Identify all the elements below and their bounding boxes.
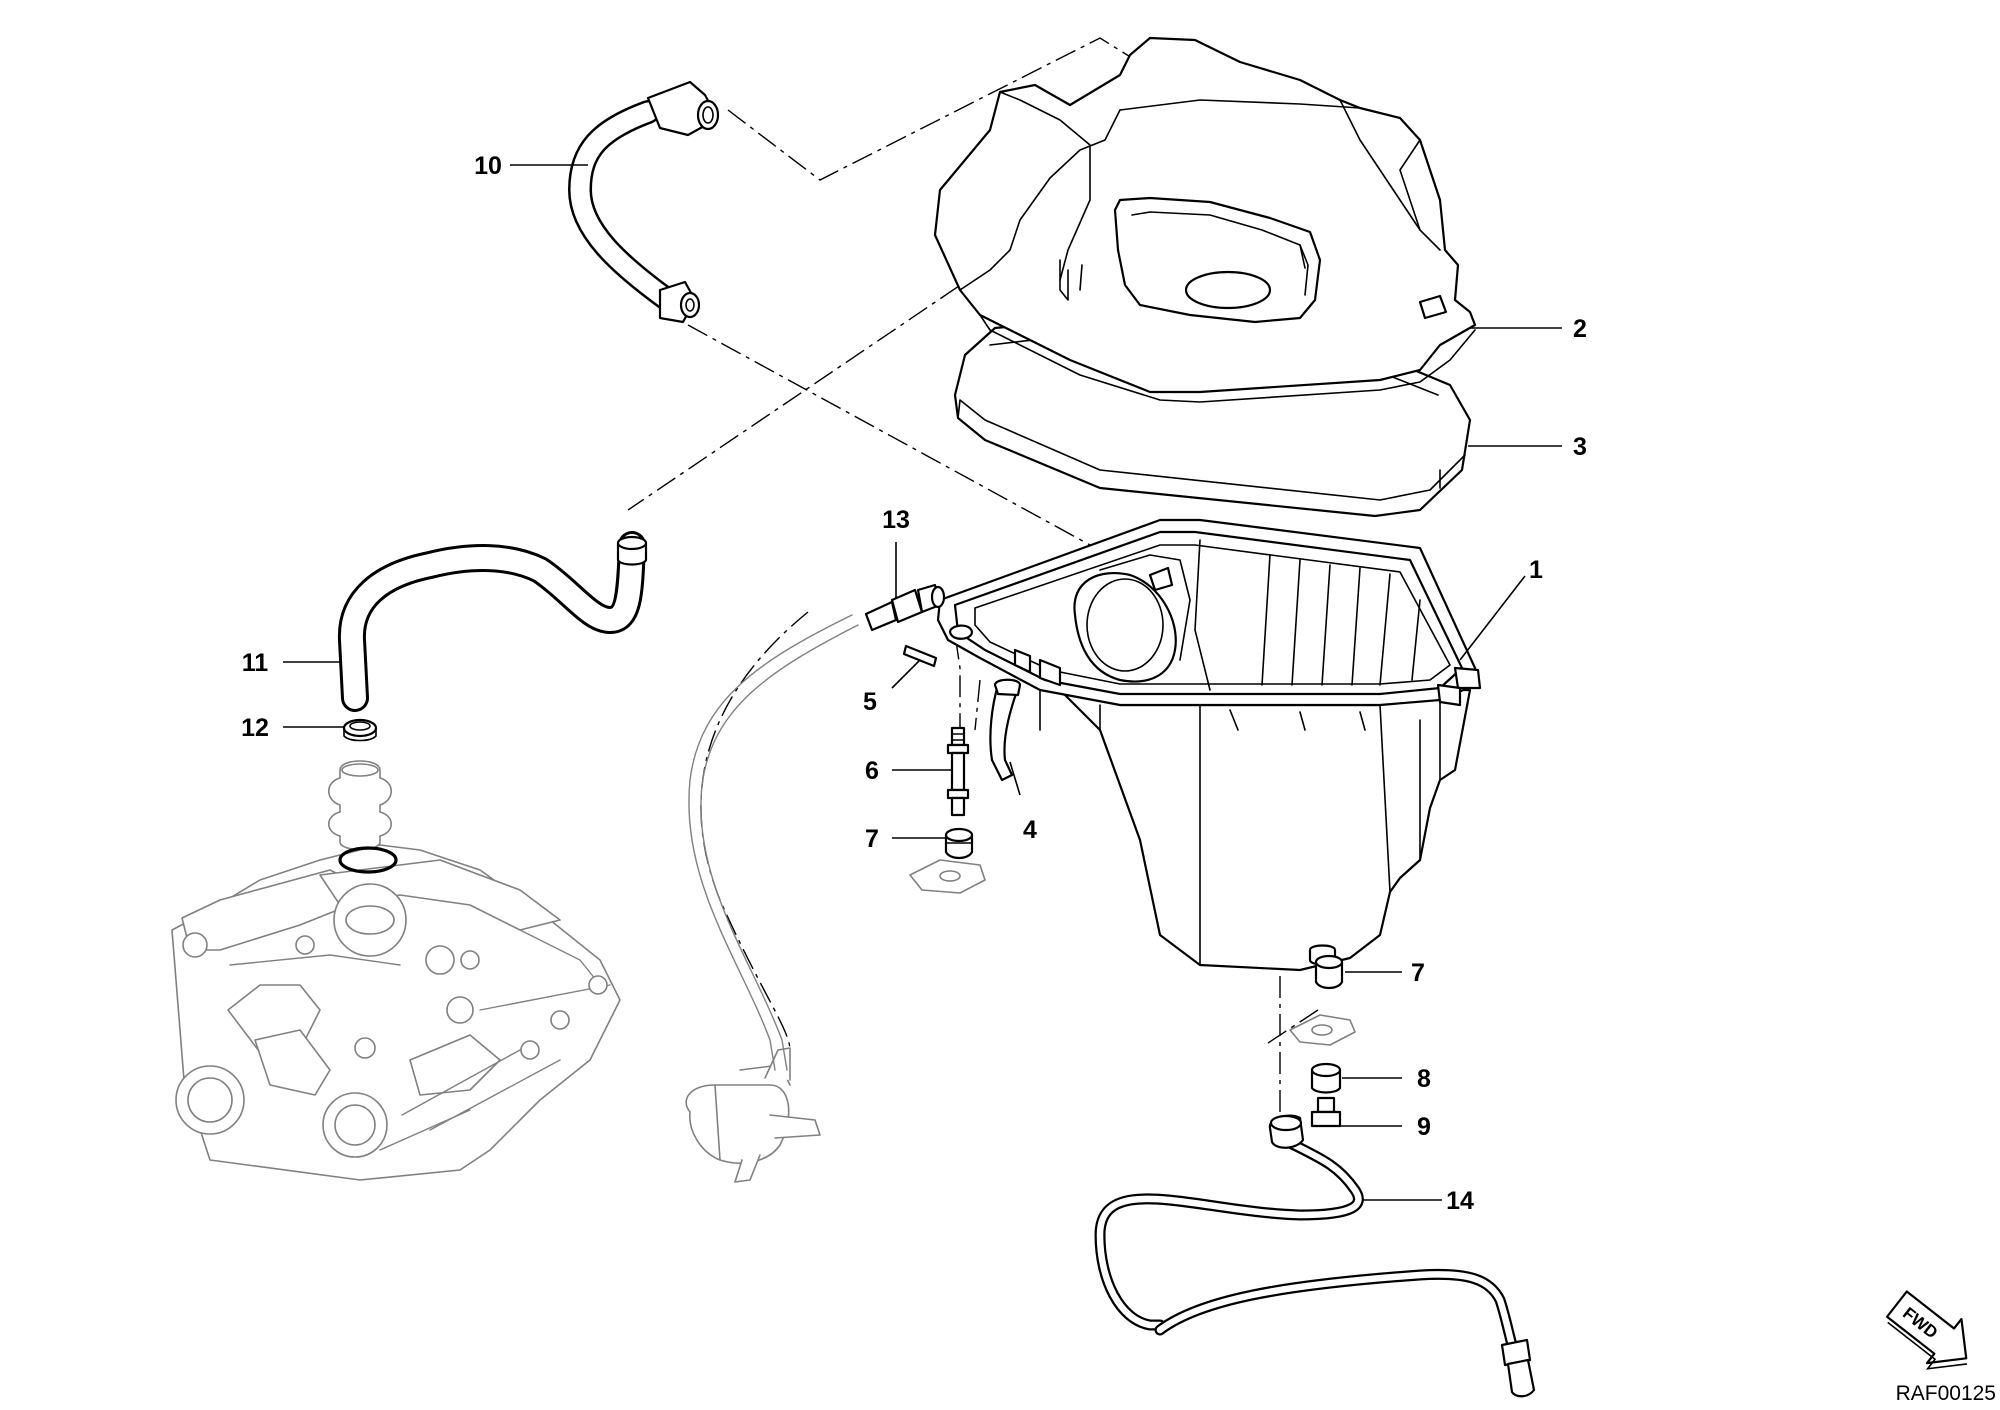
forward-direction-badge: FWD bbox=[1885, 1290, 1968, 1370]
airbox-cover-2 bbox=[933, 36, 1477, 403]
callout-14: 14 bbox=[1446, 1187, 1474, 1215]
pin-5 bbox=[902, 644, 938, 668]
callout-3: 3 bbox=[1573, 433, 1587, 461]
callout-1: 1 bbox=[1529, 556, 1543, 584]
clamp-12 bbox=[342, 718, 378, 742]
callout-12: 12 bbox=[241, 714, 269, 742]
drain-hose-14 bbox=[1094, 1114, 1536, 1398]
callout-7-right: 7 bbox=[1411, 959, 1425, 987]
breather-hose-10 bbox=[568, 80, 720, 324]
callout-8: 8 bbox=[1417, 1065, 1431, 1093]
engine-case-ghost bbox=[171, 844, 621, 1181]
leader-lines bbox=[283, 164, 1562, 1201]
callout-9: 9 bbox=[1417, 1113, 1431, 1141]
callout-2: 2 bbox=[1573, 315, 1587, 343]
grommet-7-left bbox=[909, 827, 986, 894]
stud-6 bbox=[946, 726, 970, 817]
callout-4: 4 bbox=[1023, 816, 1037, 844]
callout-11: 11 bbox=[242, 649, 269, 677]
callout-10: 10 bbox=[474, 152, 502, 180]
callout-6: 6 bbox=[865, 757, 879, 785]
callout-labels: 1 2 3 4 5 6 7 7 8 9 10 11 12 13 14 bbox=[241, 152, 1587, 1215]
purge-valve-ghost bbox=[685, 1047, 821, 1183]
callout-7-left: 7 bbox=[865, 825, 879, 853]
bolt-9 bbox=[1310, 1096, 1342, 1128]
airbox-base-1 bbox=[936, 518, 1482, 972]
o-ring bbox=[338, 846, 398, 874]
callout-5: 5 bbox=[863, 688, 877, 716]
grommet bbox=[327, 760, 393, 851]
diagram-reference-code: RAF00125 bbox=[1896, 1382, 1996, 1405]
forward-arrow-icon: FWD bbox=[1885, 1290, 1968, 1370]
bracket-4 bbox=[989, 678, 1022, 782]
collar-8 bbox=[1310, 1062, 1342, 1094]
purge-hose bbox=[688, 614, 859, 1071]
assembly-center-lines bbox=[627, 37, 1319, 1115]
fitting-13 bbox=[864, 583, 946, 632]
grommet-7-right bbox=[1289, 954, 1356, 1046]
breather-hose-11 bbox=[337, 531, 648, 712]
callout-13: 13 bbox=[882, 506, 910, 534]
